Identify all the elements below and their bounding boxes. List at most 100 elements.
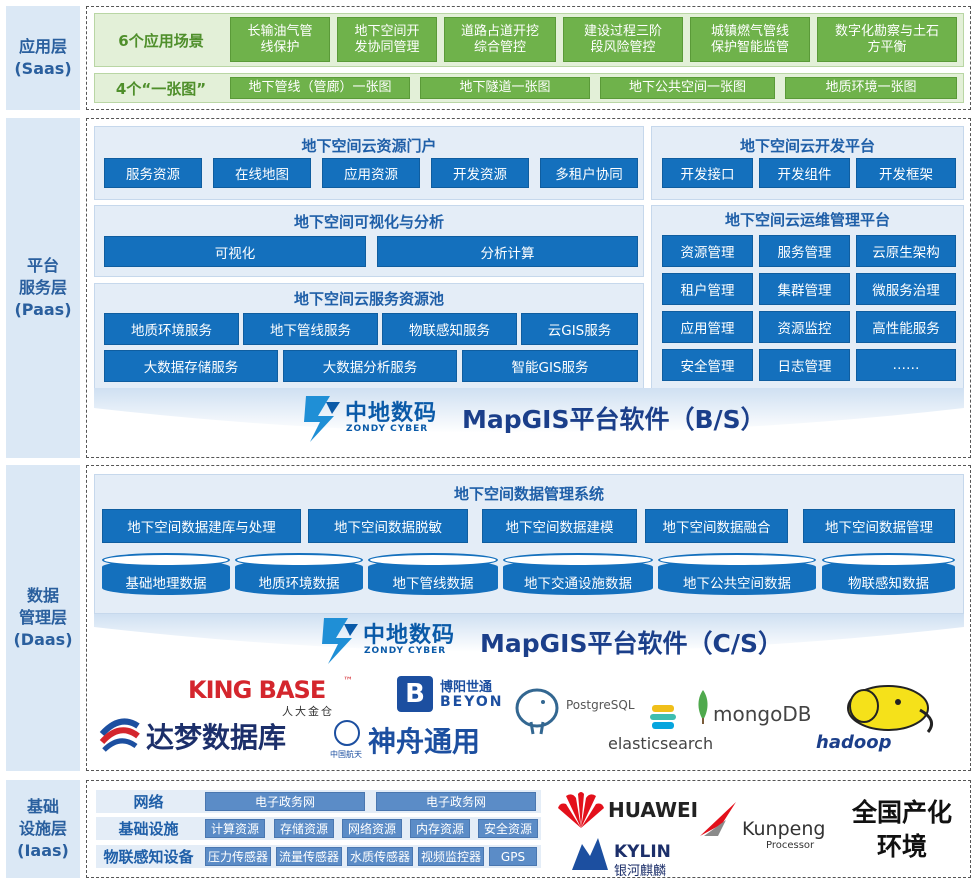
infra-label: 基础设施 <box>118 820 179 838</box>
map-3: 地下公共空间一张图 <box>600 77 775 99</box>
infra-item-4: 内存资源 <box>410 819 470 838</box>
huawei-text: HUAWEI <box>608 798 699 822</box>
portal-item-5: 多租户协同 <box>540 158 638 188</box>
ops-item-2: 服务管理 <box>759 235 850 267</box>
pool-item-6: 大数据分析服务 <box>283 350 457 382</box>
postgresql-text: PostgreSQL <box>566 698 635 712</box>
casc-text: 中国航天 <box>330 750 362 759</box>
ops-item-11: 日志管理 <box>759 349 850 381</box>
db-6: 物联感知数据 <box>822 553 955 595</box>
pool-item-1: 地质环境服务 <box>104 313 239 345</box>
portal-item-4: 开发资源 <box>431 158 529 188</box>
ops-item-3: 云原生架构 <box>856 235 956 267</box>
ops-item-12: …… <box>856 349 956 381</box>
ops-item-6: 微服务治理 <box>856 273 956 305</box>
iot-item-2: 流量传感器 <box>276 847 342 866</box>
db-1-label: 基础地理数据 <box>125 576 207 592</box>
zondy-brand-cn: 中地数码 <box>345 401 438 426</box>
mongodb-text: mongoDB <box>713 702 812 726</box>
dev-item-2: 开发组件 <box>759 158 850 188</box>
ops-item-5: 集群管理 <box>759 273 850 305</box>
huawei-logo-icon <box>556 790 606 830</box>
map-2: 地下隧道一张图 <box>420 77 590 99</box>
hadoop-text: hadoop <box>816 732 892 753</box>
infra-item-3: 网络资源 <box>342 819 402 838</box>
pool-item-5: 大数据存储服务 <box>104 350 278 382</box>
scenarios-title: 6个应用场景 <box>118 31 204 50</box>
dev-item-1: 开发接口 <box>662 158 753 188</box>
map-1: 地下管线（管廊）一张图 <box>230 77 410 99</box>
postgresql-elephant-icon <box>513 686 563 736</box>
daas-op-3: 地下空间数据建模 <box>482 509 637 543</box>
scenario-4: 建设过程三阶 段风险管控 <box>563 17 683 62</box>
iot-item-3: 水质传感器 <box>347 847 413 866</box>
pool-title: 地下空间云服务资源池 <box>293 290 444 308</box>
kylin-logo-icon <box>568 836 612 874</box>
zondy-logo-icon-2 <box>318 616 360 666</box>
network-label: 网络 <box>133 793 164 811</box>
db-1: 基础地理数据 <box>102 553 230 595</box>
beyon-en: BEYON <box>440 694 504 710</box>
iot-label: 物联感知设备 <box>103 848 194 866</box>
kingbase-logo: KING BASE <box>188 676 326 704</box>
vis-item-2: 分析计算 <box>377 236 638 267</box>
vis-title: 地下空间可视化与分析 <box>293 213 444 231</box>
layer-label-iaas: 基础 设施层 (Iaas) <box>6 780 80 878</box>
daas-op-1: 地下空间数据建库与处理 <box>102 509 301 543</box>
pool-item-3: 物联感知服务 <box>382 313 517 345</box>
mapgis-cs-title: MapGIS平台软件（C/S） <box>480 629 783 658</box>
layer-label-daas: 数据 管理层 (Daas) <box>6 465 80 771</box>
shenzhou-text: 神舟通用 <box>368 725 481 758</box>
beyon-logo-icon: B <box>397 676 433 712</box>
pool-item-4: 云GIS服务 <box>521 313 638 345</box>
infra-item-2: 存储资源 <box>274 819 334 838</box>
daas-op-5: 地下空间数据管理 <box>803 509 955 543</box>
pool-item-7: 智能GIS服务 <box>462 350 638 382</box>
db-6-label: 物联感知数据 <box>848 576 929 592</box>
ops-item-4: 租户管理 <box>662 273 753 305</box>
daas-op-4: 地下空间数据融合 <box>645 509 788 543</box>
db-3: 地下管线数据 <box>368 553 498 595</box>
ops-item-9: 高性能服务 <box>856 311 956 343</box>
kylin-text: KYLIN <box>614 842 671 862</box>
iot-item-4: 视频监控器 <box>418 847 484 866</box>
mongodb-leaf-icon <box>696 690 710 724</box>
ops-item-7: 应用管理 <box>662 311 753 343</box>
zondy-brand-en: ZONDY CYBER <box>346 424 429 434</box>
db-5: 地下公共空间数据 <box>658 553 816 595</box>
casc-logo-icon <box>334 720 360 746</box>
db-5-label: 地下公共空间数据 <box>683 576 791 592</box>
portal-item-1: 服务资源 <box>104 158 202 188</box>
infra-item-5: 安全资源 <box>478 819 538 838</box>
kunpeng-text: Kunpeng <box>742 818 826 840</box>
kunpeng-logo-icon <box>696 800 740 840</box>
vis-item-1: 可视化 <box>104 236 366 267</box>
dameng-logo-icon <box>98 714 142 754</box>
ops-item-8: 资源监控 <box>759 311 850 343</box>
ops-title: 地下空间云运维管理平台 <box>724 211 890 229</box>
db-4-label: 地下交通设施数据 <box>524 576 632 592</box>
iot-item-1: 压力传感器 <box>205 847 271 866</box>
hadoop-elephant-icon <box>828 684 948 734</box>
db-2-label: 地质环境数据 <box>258 576 340 592</box>
daas-layer <box>86 465 971 771</box>
zondy-brand-en-2: ZONDY CYBER <box>364 646 447 656</box>
paas-layer <box>86 118 971 458</box>
saas-layer <box>86 6 971 110</box>
ops-item-1: 资源管理 <box>662 235 753 267</box>
kingbase-sub: 人大金仓 <box>282 705 334 718</box>
kylin-cn: 银河麒麟 <box>614 864 667 879</box>
kingbase-tm: ™ <box>343 676 353 687</box>
portal-item-2: 在线地图 <box>213 158 311 188</box>
network-item-2: 电子政务网 <box>376 792 536 811</box>
infra-item-1: 计算资源 <box>205 819 265 838</box>
dameng-text: 达梦数据库 <box>146 721 287 754</box>
scenario-2: 地下空间开 发协同管理 <box>337 17 437 62</box>
iaas-layer <box>86 780 971 878</box>
scenario-1: 长输油气管 线保护 <box>230 17 330 62</box>
layer-label-saas: 应用层 (Saas) <box>6 6 80 110</box>
dev-title: 地下空间云开发平台 <box>739 137 875 155</box>
beyon-cn: 博阳世通 <box>440 680 493 695</box>
dev-item-3: 开发框架 <box>856 158 956 188</box>
